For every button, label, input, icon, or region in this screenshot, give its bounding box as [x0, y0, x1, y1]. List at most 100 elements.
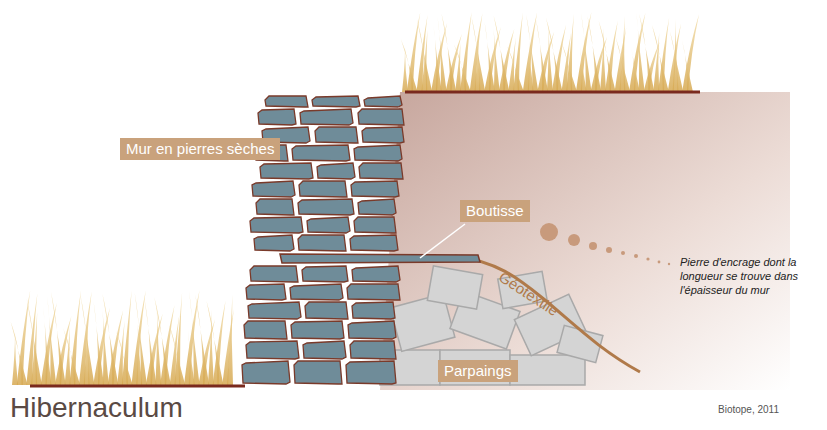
wall-stone	[354, 217, 396, 233]
grass-blade	[27, 299, 42, 385]
grass-blade	[102, 300, 109, 385]
grass-blade	[441, 13, 456, 92]
grass-blade	[43, 306, 51, 385]
grass-blade	[546, 18, 563, 92]
wall-stone	[312, 96, 360, 107]
wall-stone	[254, 235, 294, 251]
wall-stone	[352, 266, 400, 282]
wall-stone	[358, 109, 404, 125]
grass-blade	[561, 41, 577, 92]
grass-blade	[493, 20, 500, 92]
wall-stone	[359, 163, 403, 179]
wall-stone	[246, 341, 299, 359]
leader-line	[420, 224, 465, 258]
label-box: Boutisse	[460, 200, 530, 222]
grass-blade	[599, 21, 616, 92]
grass-blade	[63, 328, 80, 385]
grass-blade	[587, 16, 601, 92]
wall-stone	[265, 96, 308, 107]
wall-stone	[347, 284, 400, 300]
geotextile-line	[455, 256, 640, 372]
wall-stone	[362, 127, 404, 143]
grass-blade	[471, 16, 485, 92]
grass-blade	[417, 19, 432, 92]
grass-blade	[206, 301, 223, 385]
wall-stone	[242, 361, 290, 384]
label-text: Parpaings	[444, 362, 512, 379]
wall-stone	[307, 217, 350, 233]
wall-stone	[305, 302, 348, 319]
grass-blade	[189, 291, 199, 385]
grass-blade	[494, 15, 510, 92]
soil-fill	[380, 92, 790, 390]
label-text: Boutisse	[466, 202, 524, 219]
credit-text: Biotope, 2011	[718, 404, 779, 415]
grass-blade	[184, 290, 200, 385]
wall-stone	[294, 361, 342, 384]
label-box: Mur en pierres sèches	[120, 138, 280, 160]
grass-left	[11, 290, 234, 385]
grass-blade	[144, 298, 156, 385]
grass-blade	[652, 25, 669, 92]
grass-blade	[438, 17, 447, 92]
wall-stone	[298, 199, 354, 215]
grass-blade	[631, 45, 640, 92]
wall-stone	[303, 341, 346, 359]
grass-blade	[195, 294, 209, 385]
wall-stone	[299, 181, 347, 197]
grass-blade	[51, 292, 66, 385]
label-box: Parpaings	[438, 360, 518, 382]
grass-blade	[402, 48, 408, 92]
grass-blade	[135, 293, 147, 385]
grass-blade	[433, 26, 441, 92]
concrete-block	[427, 266, 482, 309]
grass-blade	[154, 297, 171, 385]
wall-stone	[350, 341, 396, 359]
grass-blade	[526, 14, 538, 92]
wall-stone	[292, 145, 350, 161]
wall-stone	[291, 321, 344, 339]
wall-stone	[302, 266, 348, 282]
through-stone	[280, 254, 480, 263]
wall-stone	[346, 361, 396, 384]
grass-blade	[47, 296, 56, 385]
concrete-block	[510, 355, 585, 385]
grass-blade	[670, 31, 683, 92]
grass-blade	[102, 294, 118, 385]
wall-stone	[260, 163, 313, 179]
label-text: Mur en pierres sèches	[126, 140, 274, 157]
grass-blade	[485, 22, 495, 92]
grass-blade	[536, 18, 548, 92]
grass-blade	[11, 322, 28, 385]
grass-blade	[629, 13, 645, 92]
grass-blade	[454, 44, 471, 92]
wall-stone	[290, 284, 343, 300]
grass-blade	[401, 39, 418, 92]
grass-blade	[636, 12, 644, 92]
wall-stone	[250, 266, 298, 282]
wall-stone	[350, 235, 398, 251]
grass-blade	[581, 13, 591, 92]
grass-blade	[94, 302, 104, 385]
wall-stone	[358, 199, 396, 215]
wall-stone	[244, 321, 287, 339]
grass-blade	[80, 295, 94, 385]
wall-stone	[317, 163, 355, 179]
wall-stone	[258, 109, 296, 125]
title: Hibernaculum	[10, 392, 183, 424]
grass-top	[401, 12, 699, 92]
grass-blade	[682, 40, 693, 92]
wall-stone	[354, 145, 402, 161]
dotted-leader	[540, 223, 670, 265]
wall-stone	[248, 302, 301, 319]
concrete-blocks	[380, 266, 603, 385]
grass-blade	[169, 325, 185, 385]
wall-stone	[256, 199, 294, 215]
grass-blade	[682, 14, 699, 92]
wall-stone	[351, 181, 399, 197]
wall-stone	[315, 127, 358, 143]
wall-stone	[252, 181, 295, 197]
wall-stone	[246, 284, 286, 300]
